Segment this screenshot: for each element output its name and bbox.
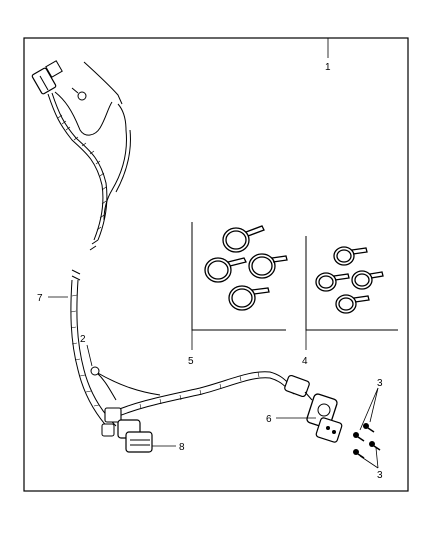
screw-4 <box>353 449 365 459</box>
pigtail-wire <box>83 61 123 105</box>
screw-set <box>353 423 381 459</box>
screw-2 <box>363 423 375 433</box>
strap-4c <box>351 270 384 290</box>
ring-terminal-upper <box>77 91 87 101</box>
strap-5b <box>204 257 247 283</box>
leader-3b-2 <box>375 447 379 469</box>
leader-3a-1 <box>359 387 379 431</box>
screw-3 <box>369 441 381 451</box>
screw-1 <box>353 432 365 442</box>
strap-5d <box>228 285 270 311</box>
callouts: 1 7 2 5 4 6 8 3 3 <box>37 62 383 481</box>
trailer-connector <box>284 374 343 443</box>
callout-3-upper: 3 <box>377 378 383 389</box>
ground-lead <box>54 91 113 136</box>
callout-7: 7 <box>37 293 43 304</box>
tie-strap-group-small <box>305 236 398 331</box>
lower-connector-cluster <box>101 407 153 453</box>
callout-1: 1 <box>325 62 331 73</box>
strap-4b <box>315 272 350 292</box>
strap-5a <box>222 225 265 253</box>
strap-4a <box>333 246 368 266</box>
diagram-frame <box>23 37 409 492</box>
callout-3-lower: 3 <box>377 470 383 481</box>
callout-6: 6 <box>266 414 272 425</box>
callout-5: 5 <box>188 356 194 367</box>
leader-3b-1 <box>359 455 379 469</box>
callout-8: 8 <box>179 442 185 453</box>
strap-5c <box>248 253 288 279</box>
upper-connector-plug <box>31 60 63 95</box>
ring-terminal-lower <box>90 366 100 376</box>
callout-4: 4 <box>302 356 308 367</box>
tie-strap-group-large <box>191 222 288 331</box>
callout-2: 2 <box>80 334 86 345</box>
leader-3a-2 <box>369 387 379 423</box>
leader-2 <box>86 344 93 367</box>
strap-4d <box>335 294 370 314</box>
leader-lines <box>48 38 379 469</box>
main-harness <box>31 60 296 453</box>
